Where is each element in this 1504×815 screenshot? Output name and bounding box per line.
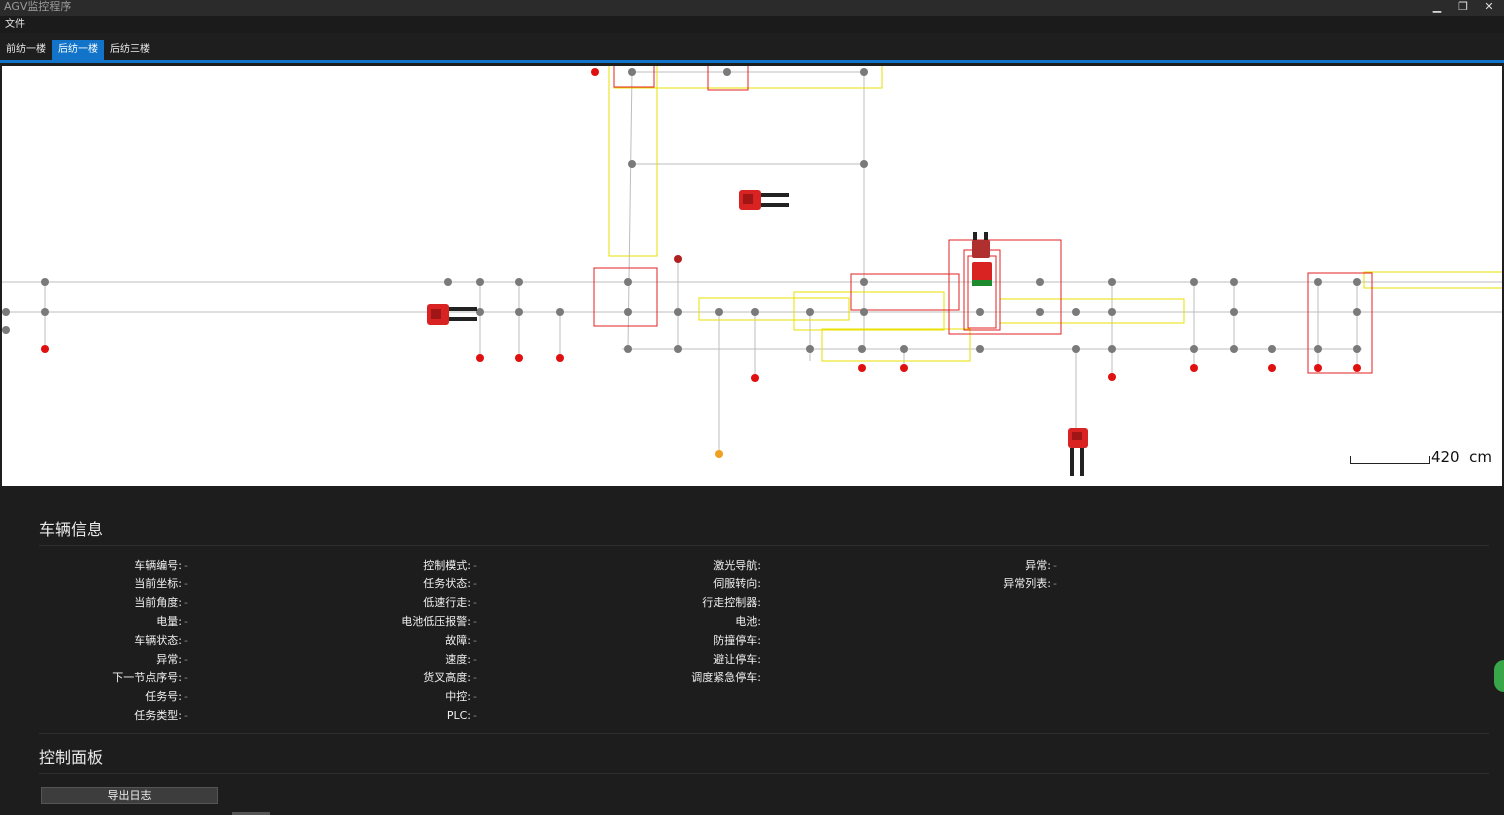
field-fork-height: 货叉高度:- [423,671,477,684]
agv-vehicle-1[interactable] [739,190,789,210]
field-vehicle-status: 车辆状态:- [134,634,188,647]
field-abnormal: 异常:- [156,653,188,666]
scale-bar [1350,456,1430,464]
restore-icon[interactable]: ❐ [1458,0,1468,13]
bottom-scroll-indicator[interactable] [232,812,270,815]
field-task-status: 任务状态:- [423,577,477,590]
window-title: AGV监控程序 [4,0,72,13]
yellow-zones [608,66,1502,362]
scale-label: 420 cm [1431,448,1492,466]
field-abnormal-list: 异常列表:- [1003,577,1057,590]
path-lines [2,71,1502,456]
scale-value: 420 [1430,448,1460,466]
field-low-battery-alarm: 电池低压报警:- [401,615,477,628]
tab-front-spinning-floor1[interactable]: 前纺一楼 [6,44,46,55]
field-dispatch-estop: 调度紧急停车: [691,671,761,684]
field-vehicle-id: 车辆编号:- [134,559,188,572]
field-control-mode: 控制模式:- [423,559,477,572]
field-task-id: 任务号:- [145,690,188,703]
floor-tabs: 前纺一楼 后纺一楼 后纺三楼 [0,40,156,60]
control-panel-title: 控制面板 [39,748,104,767]
field-avoid-stop: 避让停车: [713,653,761,666]
field-laser-nav: 激光导航: [713,559,761,572]
agv-vehicle-2[interactable] [427,304,477,325]
station-nodes [41,68,1361,382]
red-zones [593,66,1373,374]
field-collision-stop: 防撞停车: [713,634,761,647]
vehicle-info-divider [39,545,1489,546]
vehicle-info-title: 车辆信息 [39,520,104,539]
window-controls: ▁ ❐ ✕ [1424,0,1502,14]
field-low-speed: 低速行走:- [423,596,477,609]
map-canvas[interactable] [2,66,1502,486]
field-current-angle: 当前角度:- [134,596,188,609]
menu-bar: 文件 [0,16,1504,33]
field-current-coord: 当前坐标:- [134,577,188,590]
field-battery-level: 电量:- [156,615,188,628]
scale-unit: cm [1469,448,1492,466]
idle-nodes [2,68,1361,353]
agv-map[interactable]: 420 cm [2,66,1502,486]
field-abnormal-2: 异常:- [1025,559,1057,572]
tab-back-spinning-floor3[interactable]: 后纺三楼 [110,44,150,55]
menu-file[interactable]: 文件 [5,19,25,30]
field-next-node: 下一节点序号:- [112,671,188,684]
minimize-icon[interactable]: ▁ [1432,0,1442,13]
tab-back-spinning-floor1[interactable]: 后纺一楼 [52,40,104,60]
tab-underline [0,60,1504,63]
field-task-type: 任务类型:- [134,709,188,722]
field-servo-steering: 伺服转向: [713,577,761,590]
close-icon[interactable]: ✕ [1484,0,1494,13]
control-panel-divider-top [39,733,1489,734]
title-bar: AGV监控程序 ▁ ❐ ✕ [0,0,1504,16]
field-fault: 故障:- [445,634,477,647]
field-drive-controller: 行走控制器: [702,596,761,609]
info-panel: 车辆信息 车辆编号:- 当前坐标:- 当前角度:- 电量:- 车辆状态:- 异常… [0,488,1504,815]
agv-vehicle-3[interactable] [972,232,992,286]
field-battery: 电池: [735,615,761,628]
control-panel-divider [39,773,1489,774]
agv-vehicle-4[interactable] [1068,428,1088,476]
special-node [715,450,723,458]
field-speed: 速度:- [445,653,477,666]
field-plc: PLC:- [446,709,477,722]
side-expand-handle[interactable] [1494,660,1504,692]
export-log-button[interactable]: 导出日志 [41,787,218,804]
field-central-control: 中控:- [445,690,477,703]
